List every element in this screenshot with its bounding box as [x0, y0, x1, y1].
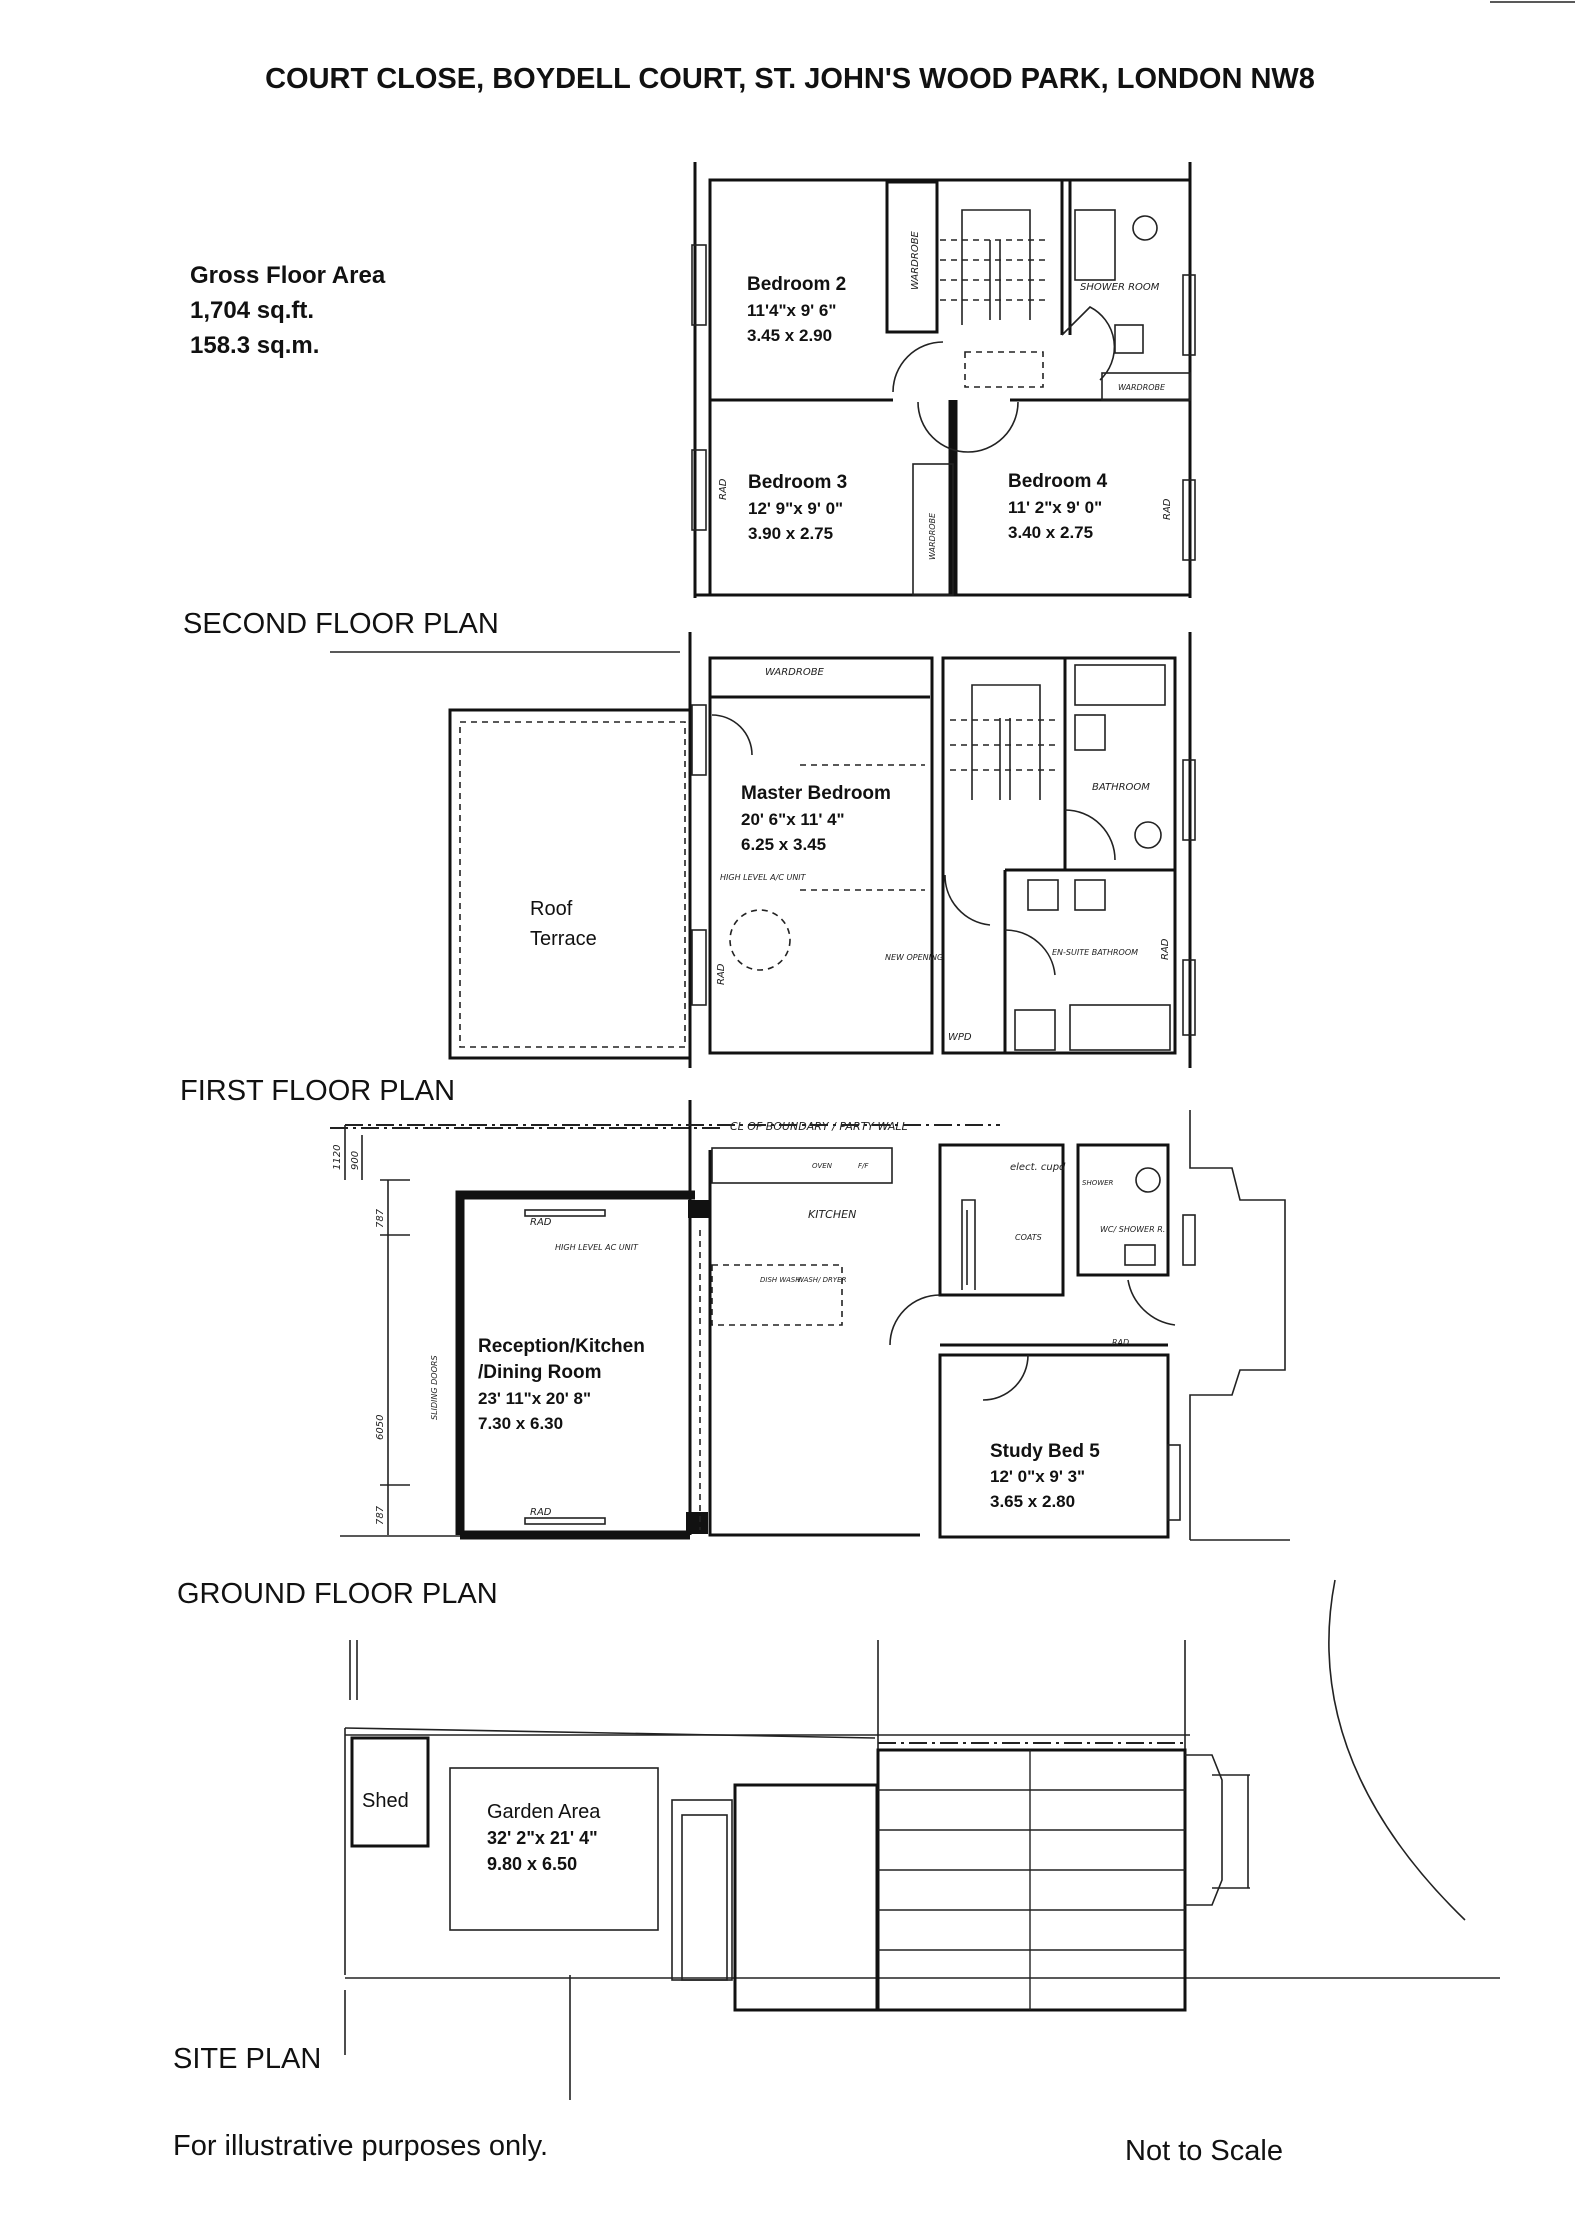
first-floor-plan: Roof Terrace WARDROBE HIGH LEVEL A/C UNI…: [180, 632, 1196, 1129]
room-name-2: Terrace: [530, 928, 597, 950]
note-kitchen: KITCHEN: [808, 1208, 856, 1221]
note-coats: COATS: [1015, 1233, 1042, 1242]
note-ensuite: EN-SUITE BATHROOM: [1052, 948, 1138, 957]
dimension: 900: [350, 1151, 361, 1170]
gfa-sqm: 158.3 sq.m.: [190, 332, 319, 359]
note-rad: RAD: [1112, 1338, 1129, 1347]
note-boundary: CL OF BOUNDARY / PARTY WALL: [730, 1120, 908, 1133]
note-fridge: F/F: [858, 1162, 869, 1170]
note-bathroom: BATHROOM: [1092, 782, 1150, 793]
roof-terrace: Roof Terrace: [448, 708, 692, 1060]
note-rad: RAD: [1160, 938, 1171, 960]
room-name-2: /Dining Room: [478, 1362, 601, 1383]
room-bedroom-4: Bedroom 4 11' 2"x 9' 0" 3.40 x 2.75: [1008, 471, 1108, 542]
staircase: [940, 209, 1050, 325]
room-name: Bedroom 2: [747, 274, 846, 295]
note-rad: RAD: [718, 478, 729, 500]
note-shower: SHOWER: [1082, 1179, 1114, 1187]
note-oven: OVEN: [812, 1162, 833, 1170]
scale-note: Not to Scale: [1125, 2135, 1283, 2167]
note-rad: RAD: [530, 1507, 552, 1518]
note-shower-room: SHOWER ROOM: [1080, 282, 1160, 293]
hatched-deck: [878, 1750, 1185, 2010]
room-metric: 3.40 x 2.75: [1008, 523, 1093, 542]
room-metric: 3.65 x 2.80: [990, 1492, 1075, 1511]
note-washdryer: WASH/ DRYER: [797, 1276, 847, 1284]
staircase: [950, 684, 1060, 800]
site-plan: Shed Garden Area 32' 2"x 21' 4" 9.80 x 6…: [173, 1579, 1500, 2100]
gross-floor-area: Gross Floor Area 1,704 sq.ft. 158.3 sq.m…: [190, 262, 386, 359]
room-imperial: 12' 0"x 9' 3": [990, 1467, 1085, 1486]
site-plan-label: SITE PLAN: [173, 2043, 321, 2075]
note-sliding-doors: SLIDING DOORS: [430, 1355, 439, 1420]
note-wardrobe: WARDROBE: [765, 667, 825, 678]
note-elect-cupd: elect. cupd: [1010, 1162, 1066, 1173]
room-name: Garden Area: [487, 1801, 601, 1823]
room-name: Master Bedroom: [741, 783, 891, 804]
ground-floor-label: GROUND FLOOR PLAN: [177, 1578, 498, 1610]
note-wardrobe: WARDROBE: [1118, 383, 1166, 392]
room-name: Study Bed 5: [990, 1441, 1100, 1462]
room-imperial: 23' 11"x 20' 8": [478, 1389, 591, 1408]
room-metric: 3.45 x 2.90: [747, 326, 832, 345]
room-name: Bedroom 3: [748, 472, 847, 493]
room-metric: 7.30 x 6.30: [478, 1414, 563, 1433]
gfa-label: Gross Floor Area: [190, 262, 386, 289]
note-ac-unit: HIGH LEVEL AC UNIT: [555, 1243, 639, 1252]
second-floor-label: SECOND FLOOR PLAN: [183, 608, 499, 640]
note-ac-unit: HIGH LEVEL A/C UNIT: [720, 873, 807, 882]
ground-floor-plan: CL OF BOUNDARY / PARTY WALL KITCHEN HIGH…: [177, 1100, 1290, 1610]
note-rad: RAD: [716, 963, 727, 985]
second-floor-plan: WARDROBE SHOWER ROOM WARDROBE WARDROBE R…: [183, 162, 1196, 653]
first-floor-label: FIRST FLOOR PLAN: [180, 1075, 455, 1107]
shed-label: Shed: [362, 1790, 409, 1812]
dimension: 1120: [332, 1145, 343, 1170]
room-name: Roof: [530, 898, 573, 920]
room-imperial: 32' 2"x 21' 4": [487, 1828, 598, 1848]
room-metric: 9.80 x 6.50: [487, 1854, 577, 1874]
room-bedroom-3: Bedroom 3 12' 9"x 9' 0" 3.90 x 2.75: [748, 472, 847, 543]
room-name: Bedroom 4: [1008, 471, 1108, 492]
room-metric: 6.25 x 3.45: [741, 835, 826, 854]
room-name: Reception/Kitchen: [478, 1336, 645, 1357]
note-wpd: WPD: [948, 1032, 972, 1043]
dimension: 6050: [375, 1415, 386, 1440]
note-wardrobe: WARDROBE: [910, 230, 921, 290]
room-metric: 3.90 x 2.75: [748, 524, 833, 543]
note-dishwash: DISH WASH: [760, 1276, 801, 1284]
note-wc-shower: WC/ SHOWER R.: [1100, 1225, 1165, 1234]
room-imperial: 20' 6"x 11' 4": [741, 810, 845, 829]
note-new-opening: NEW OPENING: [885, 953, 943, 962]
note-rad: RAD: [1162, 498, 1173, 520]
room-imperial: 11' 2"x 9' 0": [1008, 498, 1102, 517]
note-wardrobe: WARDROBE: [928, 512, 937, 560]
sheet-title: COURT CLOSE, BOYDELL COURT, ST. JOHN'S W…: [265, 63, 1315, 95]
room-bedroom-2: Bedroom 2 11'4"x 9' 6" 3.45 x 2.90: [747, 274, 846, 345]
room-master-bedroom: Master Bedroom 20' 6"x 11' 4" 6.25 x 3.4…: [741, 783, 891, 854]
room-study-bed-5: Study Bed 5 12' 0"x 9' 3" 3.65 x 2.80: [990, 1441, 1100, 1511]
note-rad: RAD: [530, 1217, 552, 1228]
room-reception-kitchen-dining: Reception/Kitchen /Dining Room 23' 11"x …: [478, 1336, 645, 1433]
room-imperial: 12' 9"x 9' 0": [748, 499, 843, 518]
dimension: 787: [375, 1505, 386, 1525]
gfa-sqft: 1,704 sq.ft.: [190, 297, 314, 324]
dimension-lines: 1120 900 787 6050 787: [332, 1125, 410, 1535]
garden-area: Garden Area 32' 2"x 21' 4" 9.80 x 6.50: [487, 1801, 601, 1874]
dimension: 787: [375, 1208, 386, 1228]
disclaimer-text: For illustrative purposes only.: [173, 2130, 548, 2162]
room-imperial: 11'4"x 9' 6": [747, 301, 836, 320]
